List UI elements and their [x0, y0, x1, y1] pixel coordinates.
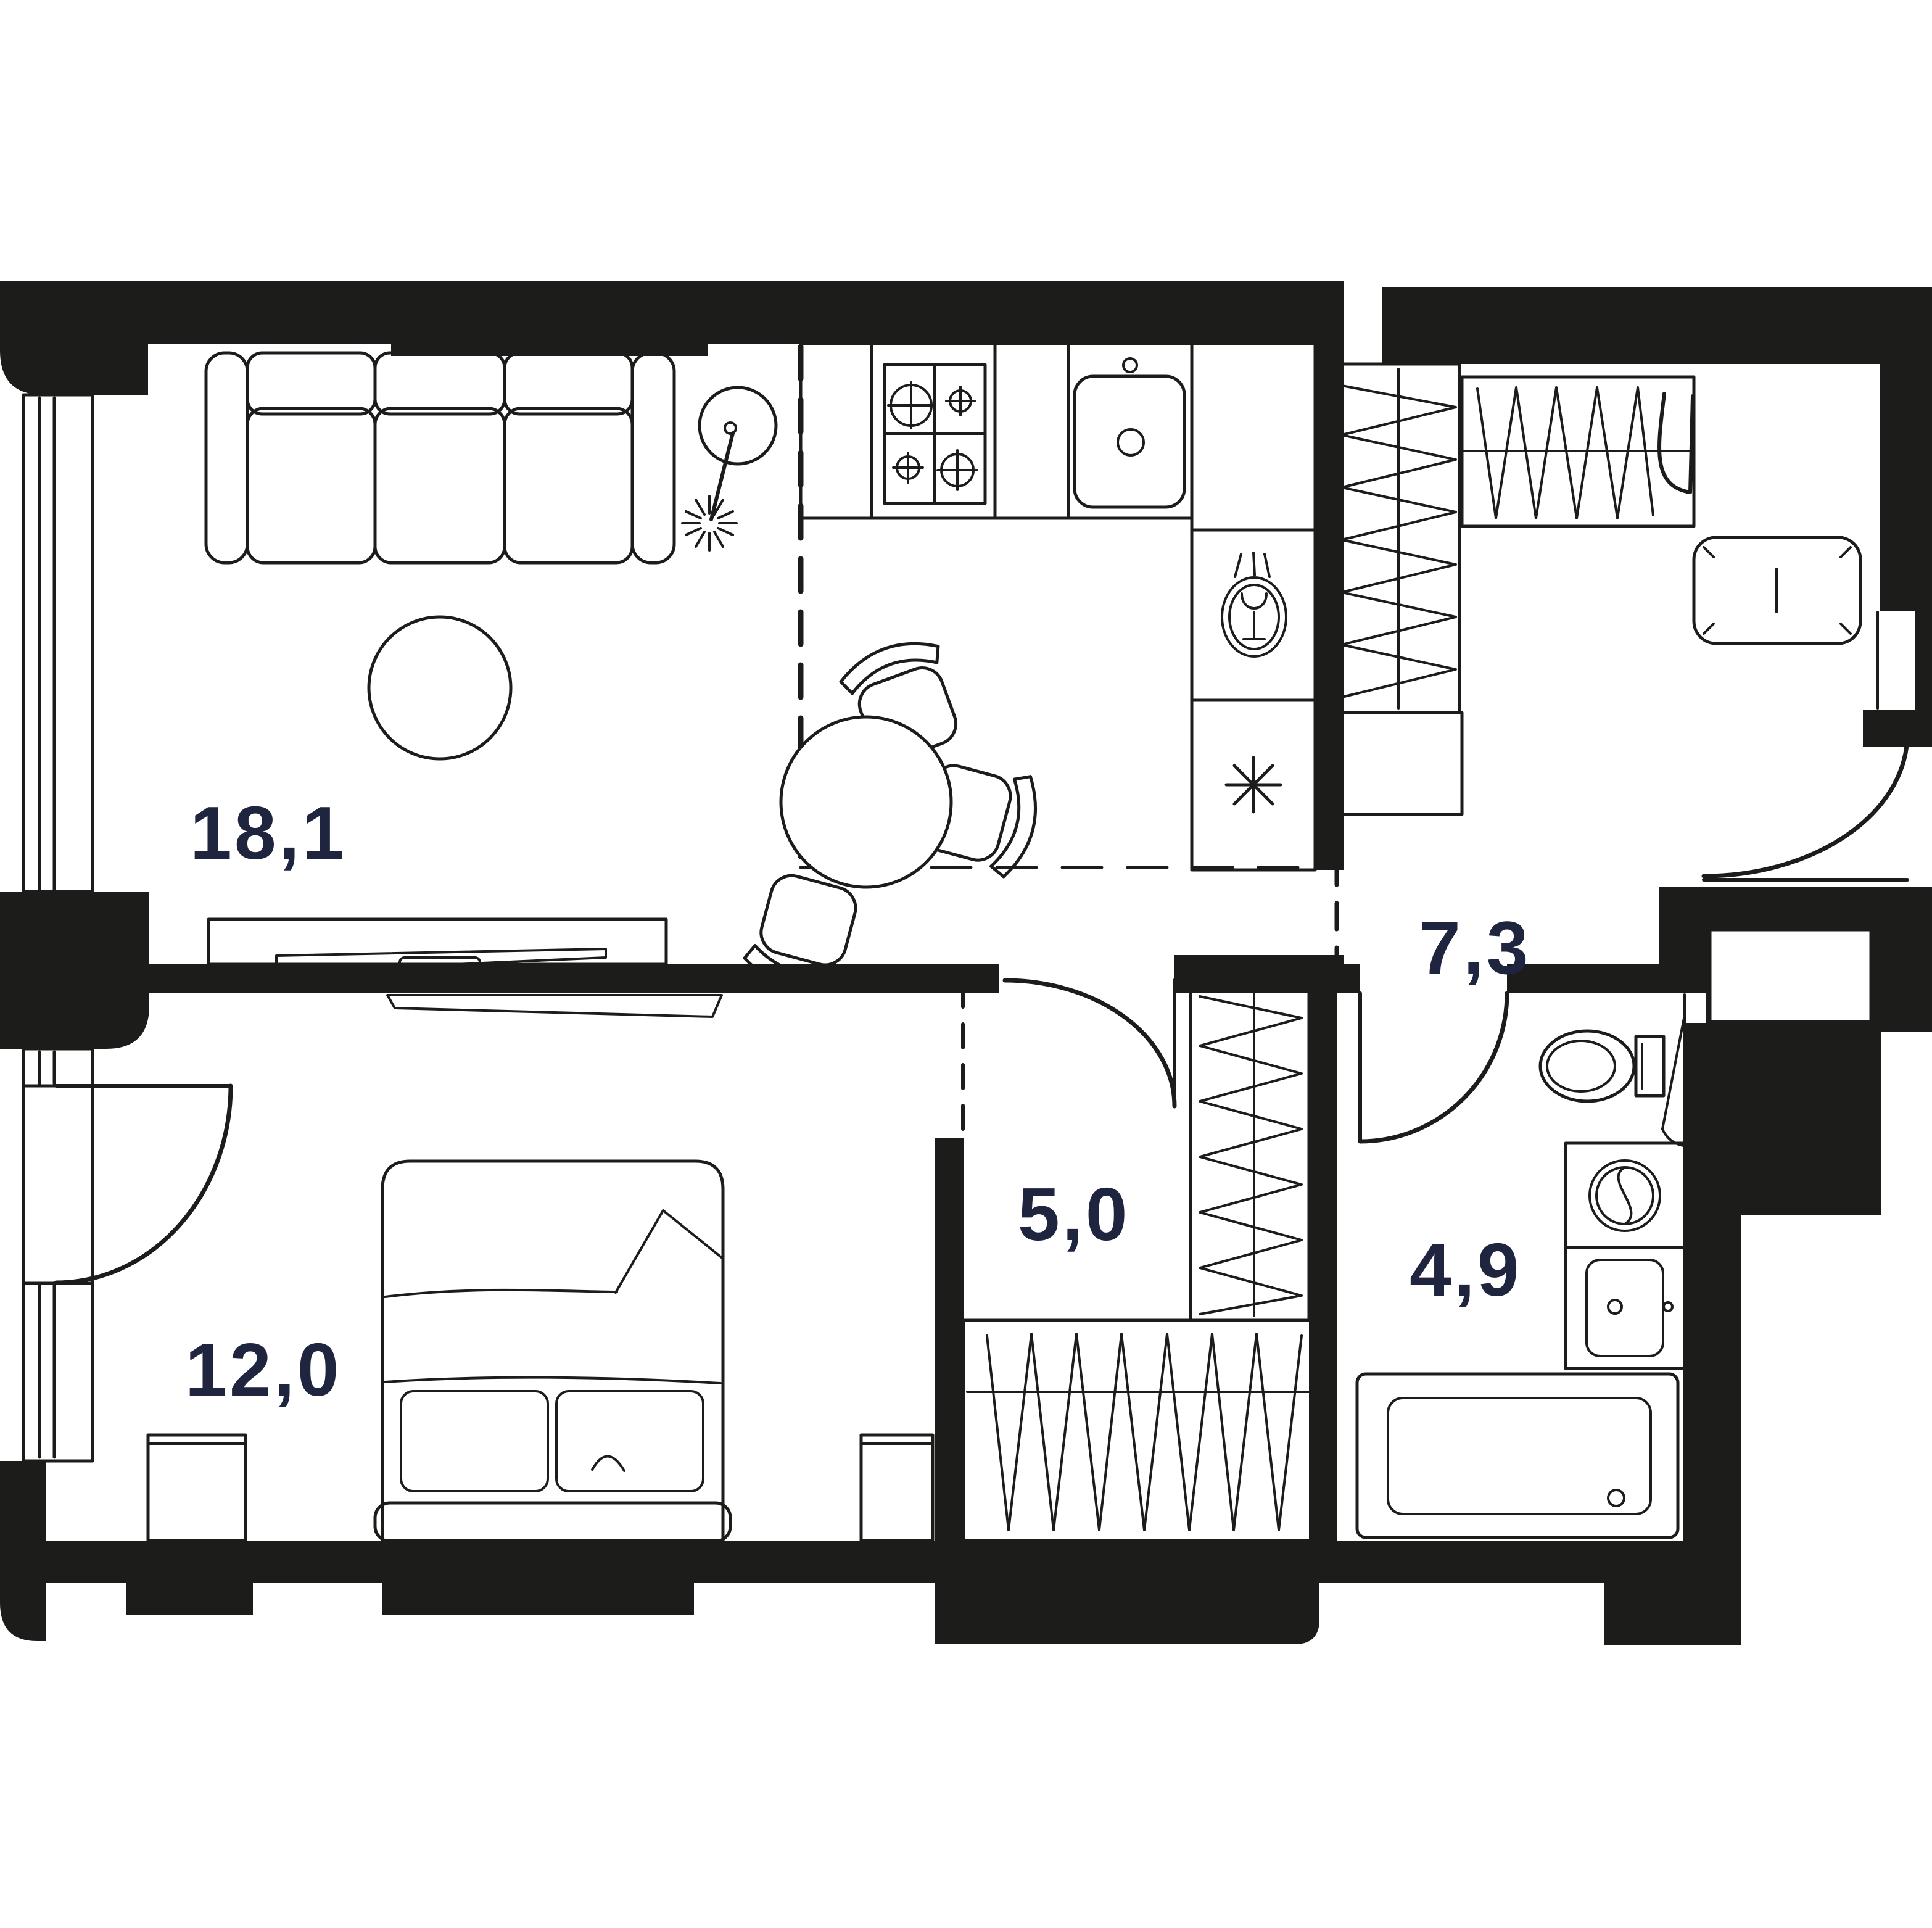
wall-bottom-left-pillar [0, 1461, 46, 1641]
wall-block-under-shaft [1685, 1023, 1881, 1215]
wall-hall-southeast [1659, 887, 1932, 933]
fridge-icon [1224, 756, 1282, 814]
wall-bottom [0, 1541, 1741, 1583]
wall-top-right [1382, 287, 1932, 364]
corridor-door-icon [1002, 978, 1177, 1109]
tv-icon [275, 948, 607, 974]
wall-living-bedroom [149, 964, 999, 993]
room-label-living: 18,1 [190, 791, 346, 875]
wall-pilaster-2 [382, 1583, 694, 1615]
wall-bath-corner [1604, 1583, 1741, 1645]
floor-lamp-icon [681, 386, 778, 552]
nightstand-right-icon [859, 1433, 935, 1542]
sofa-icon [204, 351, 676, 565]
wall-right-shaft [1872, 933, 1932, 1032]
wall-bath-north-left [1309, 964, 1360, 993]
dining-set [740, 631, 1046, 1000]
pillow-icon [555, 1390, 704, 1492]
dishwasher-icon [1221, 552, 1287, 658]
room-label-hallway: 7,3 [1419, 906, 1531, 990]
wall-bath-north-right [1507, 964, 1709, 993]
kitchen-sink-icon [1073, 357, 1186, 509]
wall-top-bulge [391, 281, 708, 356]
bench-icon [1692, 536, 1862, 645]
corridor-wardrobe-bottom-icon [962, 1318, 1320, 1542]
wall-left-mid-pillar [0, 892, 149, 1049]
wall-right-hall [1880, 287, 1932, 611]
wall-pilaster-3 [935, 1583, 1319, 1644]
stove-icon [883, 363, 987, 505]
dining-table-icon [779, 715, 953, 889]
hall-wardrobe-left-icon [1336, 362, 1464, 816]
toilet-icon [1538, 1029, 1666, 1103]
window-bedroom [22, 1047, 94, 1463]
pillow-icon [400, 1390, 549, 1492]
wall-top-left-pillar [0, 281, 148, 395]
headboard [373, 1501, 732, 1543]
nightstand-left-icon [146, 1433, 247, 1542]
wall-pilaster-1 [126, 1583, 253, 1615]
room-label-bathroom: 4,9 [1410, 1228, 1522, 1312]
window-living [22, 393, 94, 893]
shaft-hatch [1661, 993, 1686, 1148]
bathroom-sink-icon [1564, 1246, 1686, 1370]
wall-top [148, 281, 1344, 344]
bathroom-door-icon [1358, 991, 1509, 1144]
tv-console-icon [207, 917, 668, 974]
balcony-door-icon [54, 1083, 233, 1285]
plumbing-shaft [1706, 925, 1875, 1026]
room-label-bedroom: 12,0 [185, 1328, 341, 1412]
walls [0, 281, 1932, 1645]
entrance-door-icon [1701, 732, 1910, 882]
wall-right-thin [1915, 611, 1932, 711]
bed-icon [373, 1159, 732, 1543]
bedroom-tv-icon [386, 994, 723, 1018]
room-label-corridor: 5,0 [1018, 1172, 1130, 1256]
wall-step [1659, 933, 1709, 964]
hall-wardrobe-top-icon [1460, 375, 1696, 528]
wall-corridor-bath [1309, 993, 1337, 1541]
coffee-table-icon [367, 615, 513, 761]
wall-bedroom-right [935, 1138, 964, 1541]
bathtub-icon [1355, 1372, 1680, 1539]
kitchen-counter [799, 342, 1317, 872]
wall-entrance-jamb [1863, 710, 1932, 747]
